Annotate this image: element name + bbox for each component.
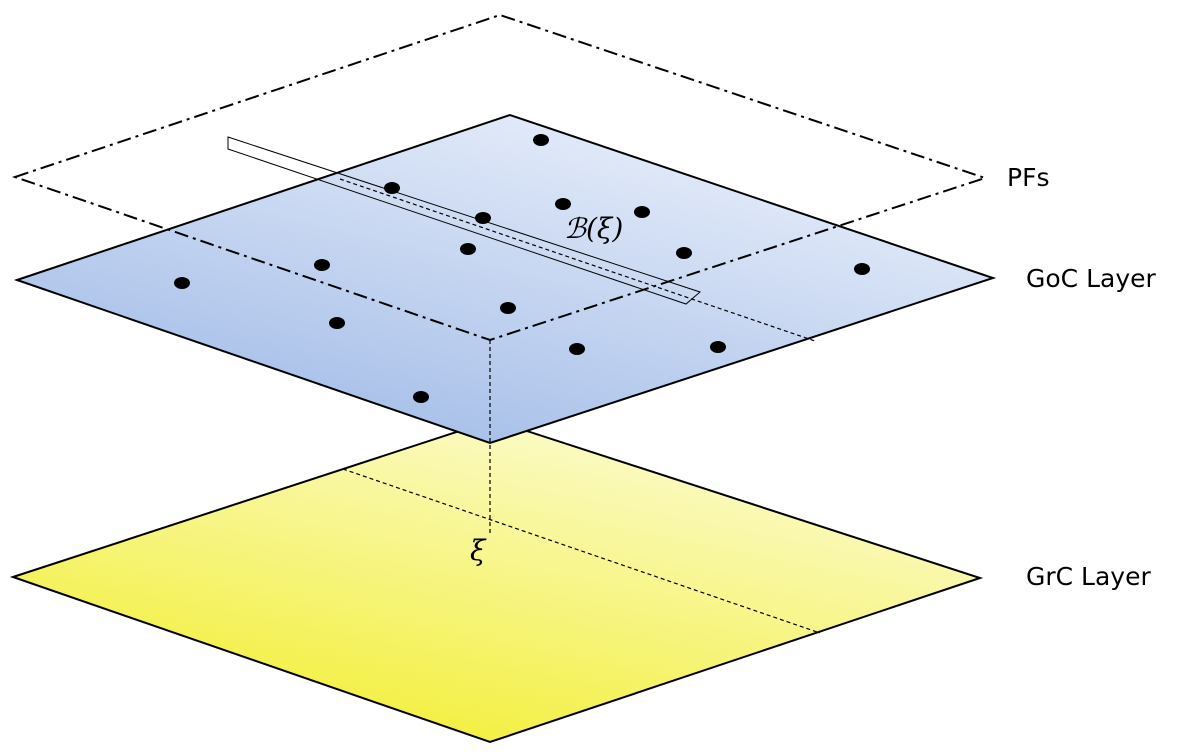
goc-cell-dot <box>329 317 345 329</box>
beam-rectangle <box>227 136 701 305</box>
goc-layer-plane <box>13 113 997 445</box>
goc-cell-dot <box>500 302 516 314</box>
goc-cell-dot <box>314 259 330 271</box>
grc-layer <box>9 418 984 744</box>
goc-cell-dot <box>384 182 400 194</box>
goc-cell-dot <box>533 134 549 146</box>
goc-cell-dot <box>413 391 429 403</box>
xi-label: ξ <box>470 534 487 567</box>
goc-cell-dot <box>710 341 726 353</box>
grc-layer-plane <box>9 418 984 744</box>
goc-cell-dot <box>555 198 571 210</box>
goc-layer <box>13 113 997 445</box>
goc-cell-dot <box>569 343 585 355</box>
goc-cell-dot <box>634 206 650 218</box>
pfs-layer-plane <box>11 13 989 342</box>
goc-cell-dot <box>475 212 491 224</box>
goc-cell-dot <box>854 263 870 275</box>
goc-cell-dot <box>676 247 692 259</box>
grc-projection-line <box>342 468 821 634</box>
grc-layer-label: GrC Layer <box>1026 562 1151 591</box>
goc-cell-dot <box>460 243 476 255</box>
pfs-label: PFs <box>1007 163 1049 192</box>
goc-layer-label: GoC Layer <box>1026 264 1156 293</box>
goc-cells <box>174 134 870 403</box>
goc-cell-dot <box>174 277 190 289</box>
beam-label: ℬ(ξ) <box>564 212 623 245</box>
